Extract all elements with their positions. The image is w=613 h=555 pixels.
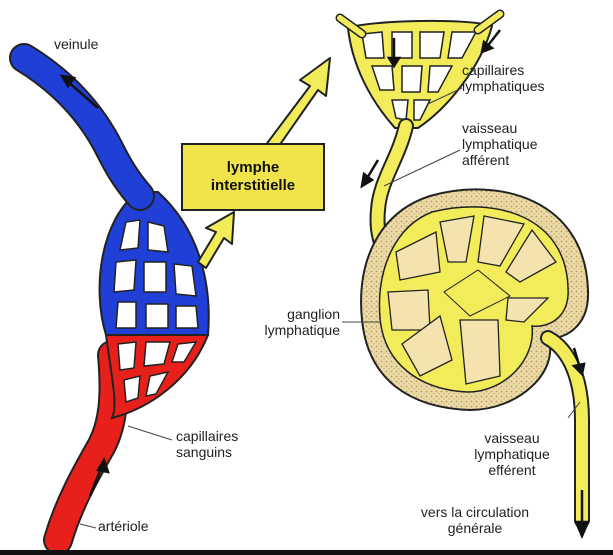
lymphe-interstitielle-box: lymphe interstitielle (181, 143, 325, 211)
arteriole-vessel (58, 355, 114, 540)
lymph-box-line1: lymphe (227, 159, 280, 177)
label-ganglion-lymphatique: ganglion lymphatique (232, 306, 340, 338)
label-arteriole: artériole (98, 518, 149, 534)
label-veinule: veinule (54, 36, 98, 52)
label-capillaires-lymphatiques: capillaires lymphatiques (462, 62, 545, 94)
capillary-bed (100, 192, 209, 418)
label-vers-la-circulation: vers la circulation générale (400, 504, 550, 536)
venule-vessel (24, 58, 140, 196)
label-capillaires-sanguins: capillaires sanguins (176, 428, 238, 460)
lymph-box-line2: interstitielle (211, 177, 295, 195)
bottom-border (0, 550, 613, 555)
flow-arrow-afferent-icon (362, 160, 378, 186)
label-vaisseau-afferent: vaisseau lymphatique afférent (462, 120, 538, 168)
label-vaisseau-efferent: vaisseau lymphatique efférent (452, 430, 572, 478)
arrow-from-capillaries-to-lymph (198, 212, 234, 268)
arrow-to-lymphatic-capillaries (262, 58, 330, 156)
lymph-node (361, 189, 588, 410)
